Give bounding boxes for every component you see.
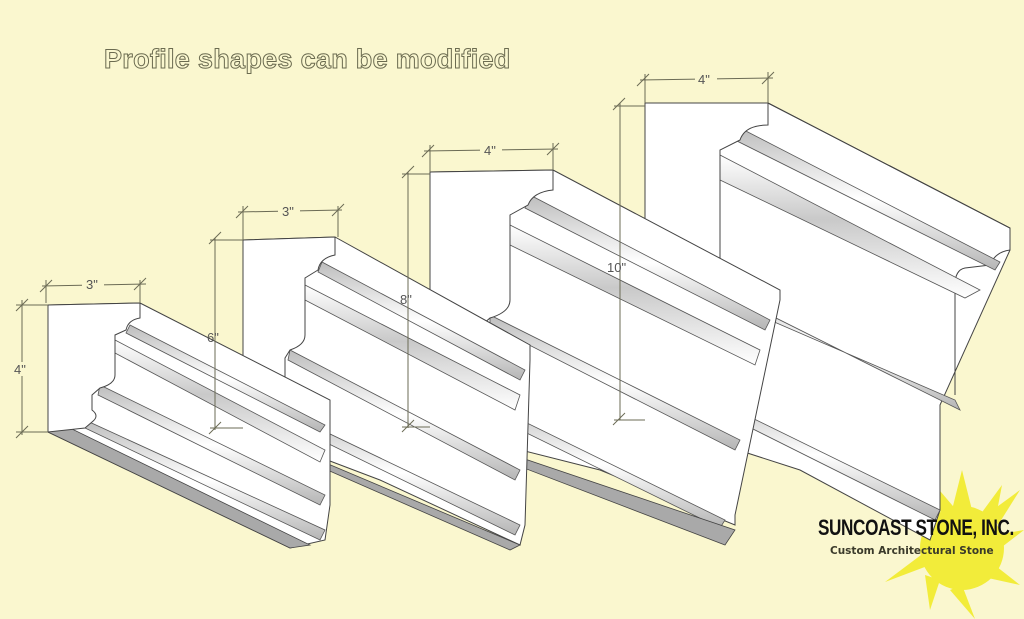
- profile-4-height-label: 10": [607, 260, 626, 275]
- dimension-lines: [15, 71, 775, 439]
- profile-1-height-label: 4": [14, 362, 26, 377]
- profile-1: [46, 302, 331, 549]
- profile-3-height-label: 8": [400, 292, 412, 307]
- profile-2-width-label: 3": [282, 204, 294, 219]
- company-name: SUNCOAST STONE, INC.: [818, 515, 1014, 540]
- company-tagline: Custom Architectural Stone: [830, 545, 994, 557]
- profile-2-height-label: 6": [207, 330, 219, 345]
- sun-icon: [885, 470, 1024, 619]
- profile-4-width-label: 4": [698, 72, 710, 87]
- profile-3-width-label: 4": [484, 143, 496, 158]
- page-title: Profile shapes can be modified: [104, 44, 511, 75]
- profile-2: [242, 236, 531, 551]
- profile-1-width-label: 3": [86, 277, 98, 292]
